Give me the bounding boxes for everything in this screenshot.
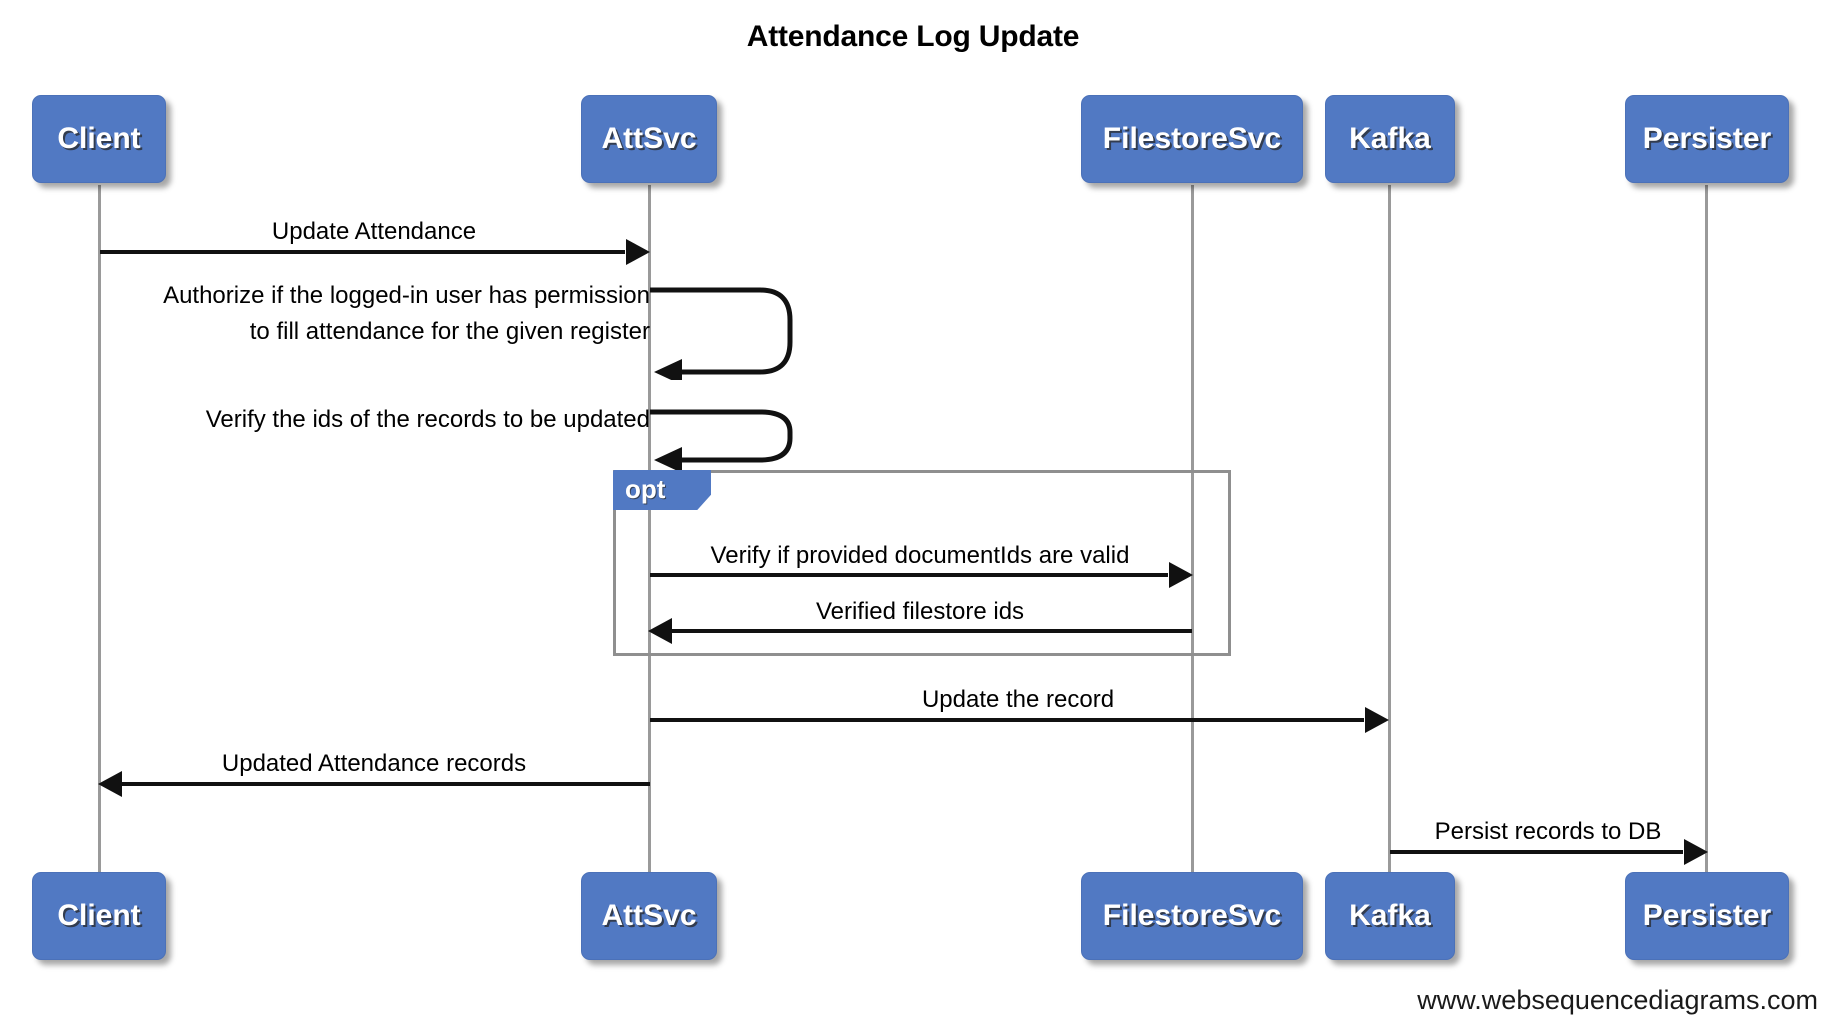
participant-label: Kafka: [1349, 122, 1431, 155]
participant-kafka-bottom[interactable]: Kafka: [1325, 872, 1455, 960]
message-label-verify-record-ids: Verify the ids of the records to be upda…: [205, 406, 650, 433]
participant-label: Client: [57, 899, 141, 932]
message-label-updated-attendance-records: Updated Attendance records: [221, 750, 527, 777]
message-label-persist-records-to-db: Persist records to DB: [1434, 818, 1662, 845]
message-label-update-the-record: Update the record: [921, 686, 1115, 713]
message-line-updated-attendance-records: [122, 782, 650, 786]
message-line-verified-filestore-ids: [672, 629, 1192, 633]
watermark-url: www.websequencediagrams.com: [1417, 985, 1818, 1015]
message-label-update-attendance: Update Attendance: [271, 218, 477, 245]
participant-attsvc-top[interactable]: AttSvc: [581, 95, 717, 183]
lifeline-persister: [1705, 185, 1708, 885]
participant-kafka-top[interactable]: Kafka: [1325, 95, 1455, 183]
arrowhead-left-icon: [98, 771, 122, 797]
participant-filestoresvc-top[interactable]: FilestoreSvc: [1081, 95, 1303, 183]
lifeline-kafka: [1388, 185, 1391, 885]
message-line-verify-documentids: [650, 573, 1168, 577]
message-label-verified-filestore-ids: Verified filestore ids: [815, 598, 1025, 625]
arrowhead-right-icon: [626, 239, 650, 265]
participant-client-bottom[interactable]: Client: [32, 872, 166, 960]
participant-attsvc-bottom[interactable]: AttSvc: [581, 872, 717, 960]
participant-label: FilestoreSvc: [1102, 899, 1282, 932]
message-label-authorize-permission: Authorize if the logged-in user has perm…: [163, 282, 650, 345]
lifeline-client: [98, 185, 101, 885]
arrowhead-right-icon: [1365, 707, 1389, 733]
message-label-verify-documentids: Verify if provided documentIds are valid: [710, 542, 1130, 569]
participant-label: FilestoreSvc: [1102, 122, 1282, 155]
selfcall-authorize: [648, 286, 808, 380]
participant-client-top[interactable]: Client: [32, 95, 166, 183]
participant-filestoresvc-bottom[interactable]: FilestoreSvc: [1081, 872, 1303, 960]
selfcall-verify-ids: [648, 408, 808, 478]
participant-label: AttSvc: [601, 899, 697, 932]
lifeline-filestoresvc: [1191, 185, 1194, 885]
message-line-persist-records-to-db: [1390, 850, 1683, 854]
participant-persister-bottom[interactable]: Persister: [1625, 872, 1789, 960]
participant-persister-top[interactable]: Persister: [1625, 95, 1789, 183]
fragment-type-label: opt: [625, 473, 666, 504]
arrowhead-left-icon: [648, 618, 672, 644]
participant-label: Persister: [1642, 122, 1772, 155]
participant-label: Client: [57, 122, 141, 155]
lifeline-attsvc: [648, 185, 651, 885]
diagram-title: Attendance Log Update: [746, 20, 1080, 53]
message-line-update-the-record: [650, 718, 1364, 722]
fragment-opt-box: [613, 470, 1231, 656]
arrowhead-right-icon: [1684, 839, 1708, 865]
arrowhead-right-icon: [1169, 562, 1193, 588]
participant-label: Persister: [1642, 899, 1772, 932]
participant-label: AttSvc: [601, 122, 697, 155]
fragment-opt-label[interactable]: opt: [613, 470, 711, 510]
participant-label: Kafka: [1349, 899, 1431, 932]
message-line-update-attendance: [100, 250, 625, 254]
